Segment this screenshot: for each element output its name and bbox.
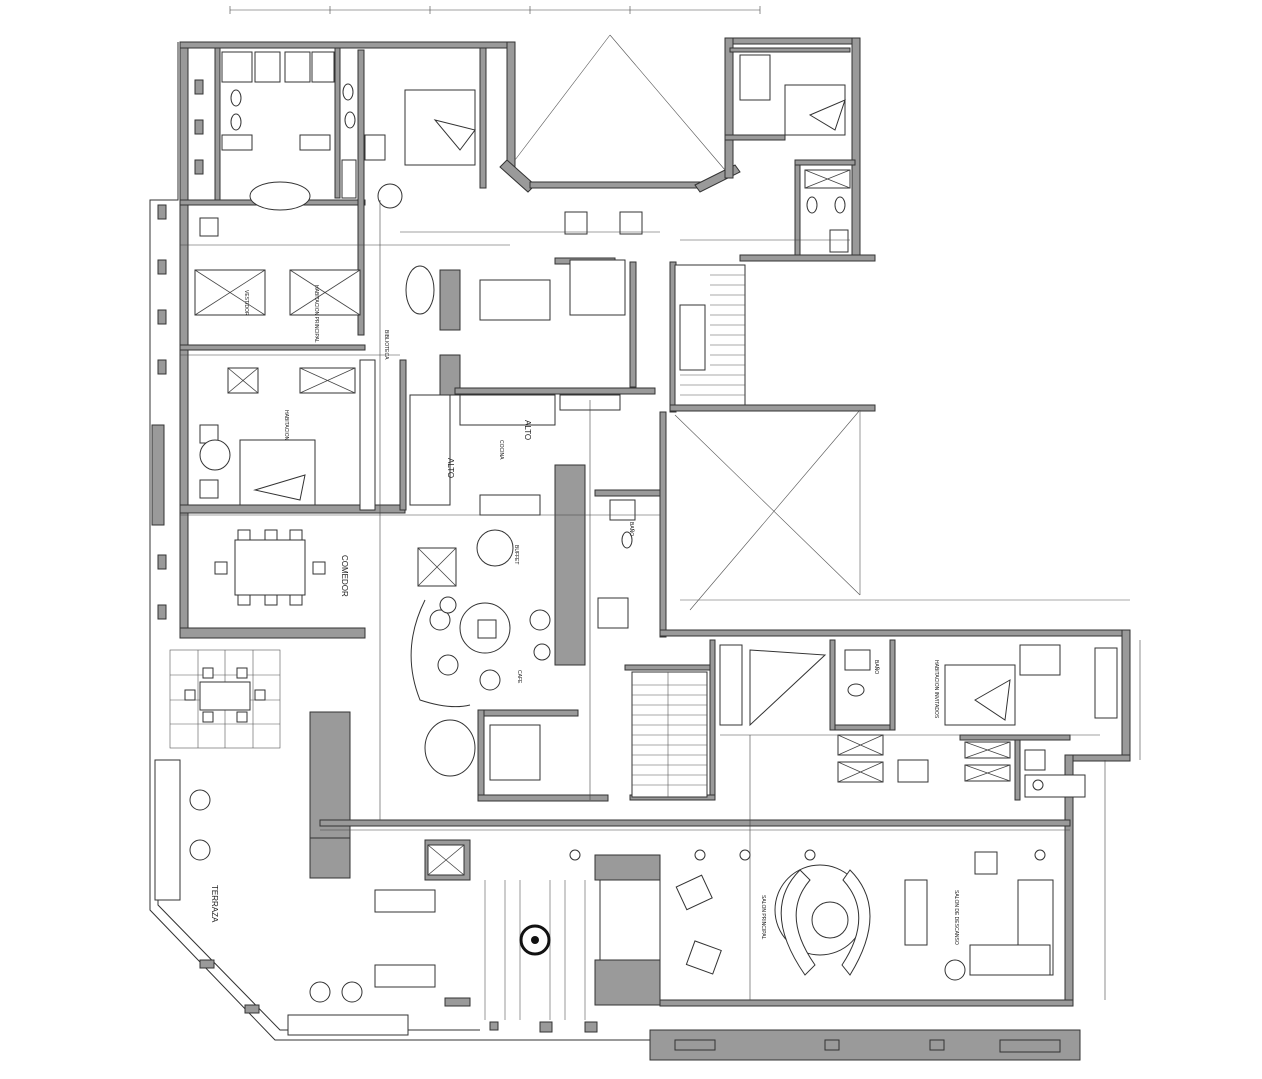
living-furniture: [154, 759, 1054, 1036]
label-buffet: BUFFET: [513, 545, 519, 564]
bathroom-fixtures: [221, 51, 1118, 798]
beds: [239, 84, 1016, 726]
label-cafe: CAFE: [516, 670, 522, 684]
facade-window-markers: [151, 79, 260, 1014]
terrace-grid: [169, 649, 281, 749]
label-salon-principal: SALON PRINCIPAL: [760, 895, 766, 940]
bedroom-seating: [199, 181, 929, 783]
closets: [194, 169, 1011, 876]
label-cocina: COCINA: [498, 440, 504, 460]
room-labels: TERRAZA COMEDOR COCINA ALTO ALTO BAÑO BA…: [210, 285, 959, 945]
top-dimension-line: [229, 6, 761, 14]
label-biblioteca: BIBLIOTECA: [383, 330, 389, 360]
label-comedor: COMEDOR: [340, 555, 349, 597]
entrance-axis: [444, 880, 586, 1020]
label-habitacion: HABITACION: [283, 410, 289, 441]
light-well-right: [674, 409, 1130, 611]
label-terraza: TERRAZA: [210, 885, 219, 923]
label-alto-2: ALTO: [446, 458, 455, 478]
label-vestidor: VESTIDOR: [243, 290, 249, 316]
planters: [489, 1021, 1061, 1053]
light-well-top: [514, 34, 726, 171]
dimension-lines: [180, 200, 1141, 1000]
label-habitacion-invitados: HABITACION INVITADOS: [933, 660, 939, 719]
label-bano: BAÑO: [628, 522, 635, 536]
dining-set: [214, 529, 326, 606]
label-bano-2: BAÑO: [873, 660, 880, 674]
label-salon-descanso: SALON DE DESCANSO: [953, 890, 959, 945]
stair-lower: [631, 671, 708, 798]
label-alto: ALTO: [523, 420, 532, 440]
outer-walls: [149, 37, 1131, 1061]
label-habitacion-principal: HABITACION PRINCIPAL: [313, 285, 319, 343]
cafe-set: [410, 529, 551, 777]
stair-upper: [674, 264, 746, 406]
